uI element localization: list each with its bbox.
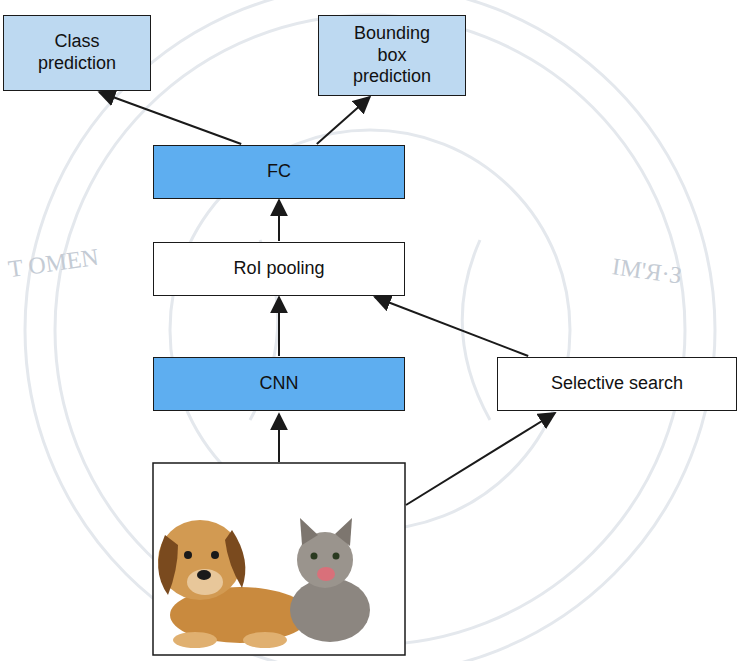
flow-arrow — [375, 297, 528, 356]
watermark-seal — [25, 0, 715, 661]
process-box: Bounding box prediction — [318, 15, 466, 96]
process-box: FC — [153, 145, 405, 199]
flow-arrow — [278, 297, 280, 356]
watermark-text: T OMEN — [7, 244, 101, 283]
process-box: Selective search — [497, 357, 737, 411]
process-box: RoI pooling — [153, 242, 405, 296]
image-to-cnn-arrow — [278, 414, 280, 462]
watermark-text: IM'Я·З — [610, 253, 683, 289]
box-label: RoI pooling — [233, 258, 324, 280]
box-label: Bounding box prediction — [337, 23, 447, 88]
process-box: CNN — [153, 357, 405, 411]
box-label: CNN — [260, 373, 299, 395]
image-arrows — [279, 413, 555, 505]
image-to-search-arrow — [406, 413, 555, 505]
input-image — [153, 463, 405, 655]
box-label: Class prediction — [22, 31, 132, 74]
flow-arrow — [317, 97, 370, 144]
box-label: FC — [267, 161, 291, 183]
box-label: Selective search — [551, 373, 683, 395]
flow-arrow — [278, 200, 280, 241]
flow-arrow — [99, 92, 241, 144]
process-box: Class prediction — [3, 15, 151, 91]
